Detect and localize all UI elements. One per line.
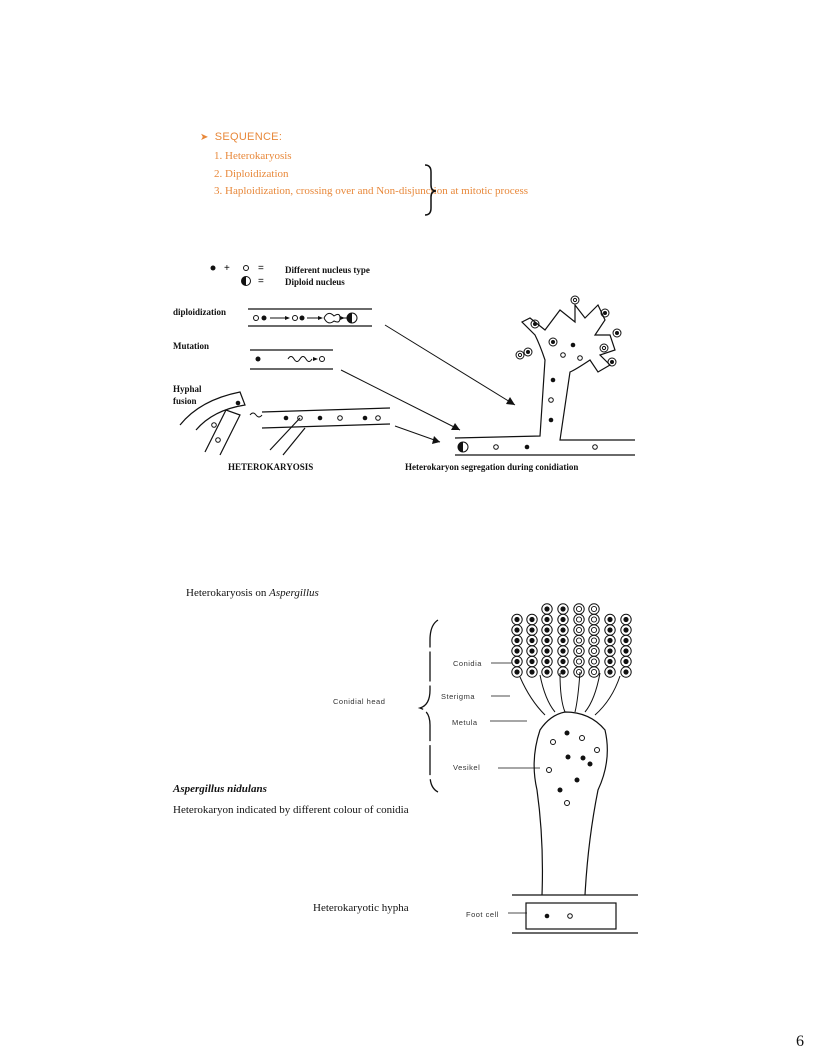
conidium-nucleus <box>591 617 596 622</box>
conidium <box>574 635 584 645</box>
conidium-nucleus <box>591 627 596 632</box>
conidium-nucleus <box>560 669 565 674</box>
conidium-nucleus <box>607 669 612 674</box>
conidium <box>589 604 599 614</box>
conidium <box>574 667 584 677</box>
conidium-nucleus <box>576 627 581 632</box>
svg-text:=: = <box>258 276 264 287</box>
conidium-nucleus <box>607 638 612 643</box>
conidium-nucleus <box>544 638 549 643</box>
legend-symbols-row1: + = <box>211 263 265 274</box>
conidium-nucleus <box>607 648 612 653</box>
conidium-nucleus <box>529 627 534 632</box>
conidium-nucleus <box>560 638 565 643</box>
conidium-nucleus <box>623 617 628 622</box>
conidium-nucleus <box>514 627 519 632</box>
conidium-nucleus <box>591 669 596 674</box>
conidium-nucleus <box>560 606 565 611</box>
conidial-head-brace <box>420 620 438 792</box>
aspergillus-vesicle-nuclei <box>545 731 600 919</box>
conidium <box>574 646 584 656</box>
svg-text:+: + <box>224 263 230 274</box>
conidium-nucleus <box>560 617 565 622</box>
conidium <box>574 614 584 624</box>
conidium-nucleus <box>576 606 581 611</box>
conidium-nucleus <box>591 659 596 664</box>
conidium-nucleus <box>544 659 549 664</box>
conidium-nucleus <box>544 617 549 622</box>
conidium <box>589 635 599 645</box>
conidium-nucleus <box>544 627 549 632</box>
mutation-hypha <box>250 350 333 369</box>
conidium-nucleus <box>529 638 534 643</box>
conidium-nucleus <box>576 617 581 622</box>
conidium-nucleus <box>623 627 628 632</box>
conidium-nucleus <box>529 669 534 674</box>
conidium-nucleus <box>529 617 534 622</box>
conidium-nucleus <box>514 659 519 664</box>
conidium-nucleus <box>544 606 549 611</box>
aspergillus-conidiophore <box>512 712 638 933</box>
conidium-nucleus <box>591 638 596 643</box>
conidium-nucleus <box>529 648 534 653</box>
legend-symbols-row2: = <box>242 276 265 287</box>
conidium <box>589 614 599 624</box>
conidium-nucleus <box>607 627 612 632</box>
conidium-nucleus <box>529 659 534 664</box>
conidium-nucleus <box>576 648 581 653</box>
hyphal-fusion-drawing <box>180 392 390 455</box>
conidium-nucleus <box>623 638 628 643</box>
aspergillus-sterigmata <box>520 672 620 715</box>
conidium <box>589 625 599 635</box>
conidium-nucleus <box>576 659 581 664</box>
conidium <box>574 625 584 635</box>
conidium-nucleus <box>514 669 519 674</box>
diploidization-hypha <box>248 309 372 326</box>
svg-text:=: = <box>258 263 264 274</box>
conidium <box>589 656 599 666</box>
conidium-nucleus <box>623 669 628 674</box>
conidium-nucleus <box>576 669 581 674</box>
conidium-nucleus <box>560 627 565 632</box>
conidium-nucleus <box>623 659 628 664</box>
conidium <box>589 667 599 677</box>
aspergillus-conidia-chains <box>512 604 631 677</box>
conidium-nucleus <box>514 648 519 653</box>
conidium-nucleus <box>560 648 565 653</box>
conidium-nucleus <box>544 669 549 674</box>
conidium-nucleus <box>514 617 519 622</box>
conidium-nucleus <box>514 638 519 643</box>
conidiophore-top-nuclei <box>458 296 621 452</box>
conidium-nucleus <box>560 659 565 664</box>
conidium-nucleus <box>576 638 581 643</box>
conidium <box>574 656 584 666</box>
conidium <box>589 646 599 656</box>
conidiophore-top <box>455 305 635 455</box>
sequence-brace <box>425 165 436 215</box>
conidium-nucleus <box>591 606 596 611</box>
conidium-nucleus <box>607 617 612 622</box>
conidium-nucleus <box>607 659 612 664</box>
conidium-nucleus <box>544 648 549 653</box>
conidium-nucleus <box>623 648 628 653</box>
conidium <box>574 604 584 614</box>
conidium-nucleus <box>591 648 596 653</box>
